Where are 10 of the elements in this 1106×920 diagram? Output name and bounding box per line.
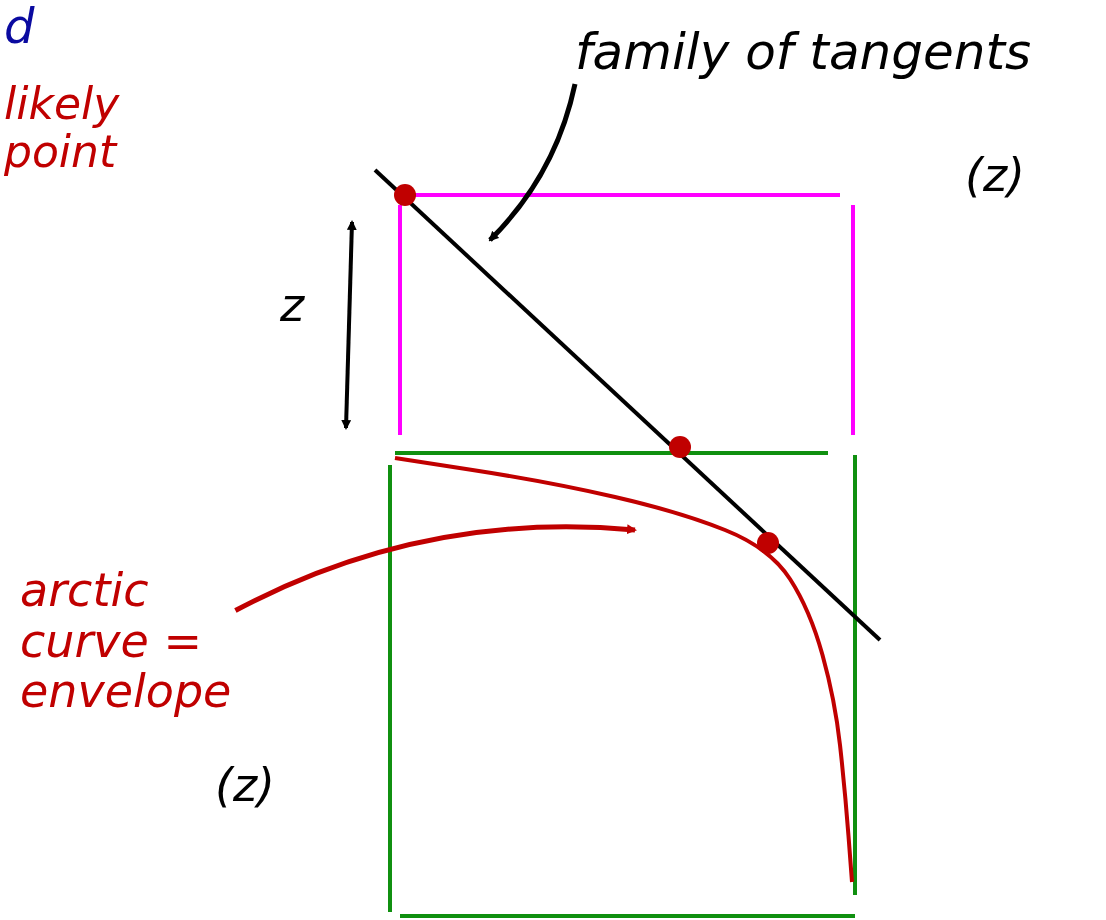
parameter-text: (z) (215, 760, 276, 811)
parameter-text: (z) (965, 150, 1026, 201)
annotation-text: arctic curve = envelope (20, 565, 232, 717)
annotation-text: family of tangents (575, 25, 1032, 80)
leader-arrow (488, 83, 578, 242)
leader-arrow (234, 524, 637, 613)
tangent-line (373, 168, 882, 642)
heading-fragment: d (4, 0, 35, 53)
annotation-text: likely point (4, 80, 121, 177)
dimension-label: z (280, 280, 305, 331)
